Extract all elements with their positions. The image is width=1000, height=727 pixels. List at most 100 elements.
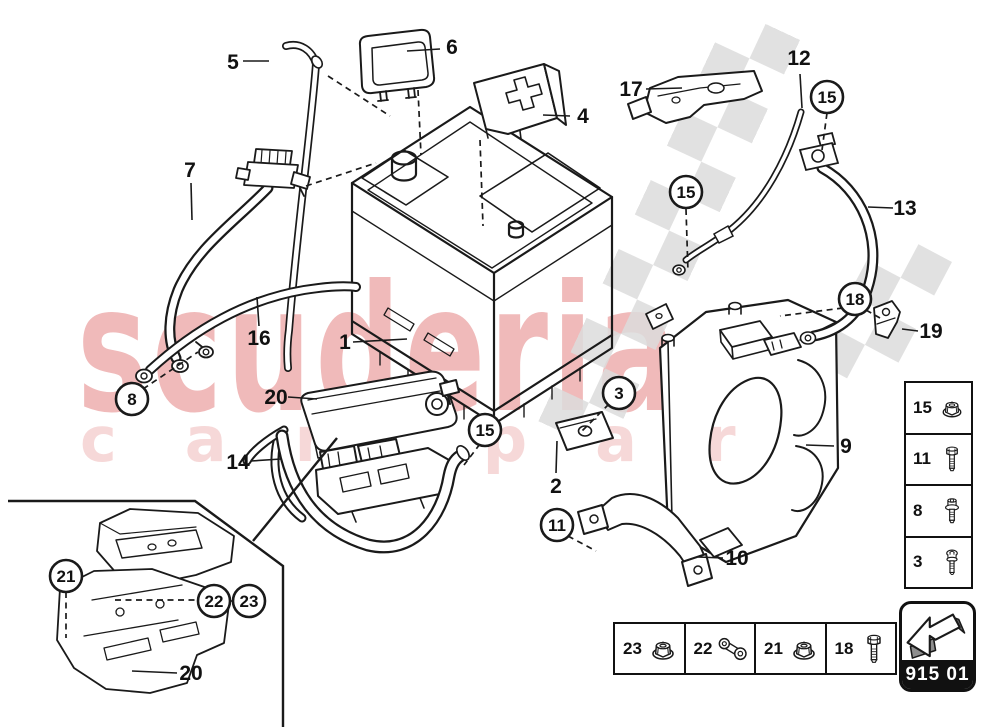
callout-circle <box>196 583 232 619</box>
leader-line <box>542 114 571 117</box>
callout-5[interactable]: 5 <box>227 51 239 74</box>
callout-17[interactable]: 17 <box>619 78 642 101</box>
torx-bolt-icon <box>938 542 966 582</box>
leader-line <box>190 182 193 221</box>
dashed-leader-line <box>305 162 377 187</box>
callout-23[interactable]: 23 <box>231 583 267 619</box>
callout-number: 14 <box>226 451 250 474</box>
sensor-cable-drawing <box>672 108 805 276</box>
fastener-row-8[interactable]: 8 <box>906 486 971 538</box>
leader-line <box>256 296 260 327</box>
callout-20[interactable]: 20 <box>264 386 287 409</box>
hardware-cell-23[interactable]: 23 <box>615 624 686 673</box>
nav-arrow-icon <box>902 604 973 660</box>
callout-circle <box>539 507 575 543</box>
dashed-leader-line <box>417 89 422 156</box>
callout-number: 22 <box>205 592 224 611</box>
callout-number: 15 <box>818 88 837 107</box>
hardware-cell-22[interactable]: 22 <box>686 624 756 673</box>
socket-bolt-icon <box>938 491 966 531</box>
callout-12[interactable]: 12 <box>787 47 810 70</box>
leader-line <box>352 338 408 343</box>
hardware-cell-18[interactable]: 18 <box>827 624 896 673</box>
fastener-ref: 8 <box>913 500 923 520</box>
hardware-ref: 21 <box>764 638 783 658</box>
hold-down-plate-drawing <box>358 28 436 102</box>
fastener-row-3[interactable]: 3 <box>906 538 971 588</box>
callout-number: 13 <box>893 197 916 220</box>
callout-number: 7 <box>184 159 196 182</box>
callout-14[interactable]: 14 <box>226 451 250 474</box>
fastener-row-15[interactable]: 15 <box>906 383 971 435</box>
callout-circle <box>668 174 704 210</box>
dashed-leader-line <box>463 443 481 466</box>
hex-bolt-icon <box>858 631 890 667</box>
leader-line <box>131 670 178 674</box>
flange-nut-icon <box>788 631 820 667</box>
callout-20[interactable]: 20 <box>179 662 202 685</box>
flange-nut-icon <box>647 631 679 667</box>
callout-number: 6 <box>446 36 458 59</box>
callout-number: 21 <box>57 567 76 586</box>
callout-circle <box>809 79 845 115</box>
dashed-leader-line <box>865 309 881 319</box>
section-badge[interactable]: 915 01 <box>899 601 976 692</box>
callout-number: 20 <box>264 386 287 409</box>
callout-3[interactable]: 3 <box>601 375 637 411</box>
callout-18[interactable]: 18 <box>837 281 873 317</box>
callout-15[interactable]: 15 <box>668 174 704 210</box>
callout-1[interactable]: 1 <box>339 331 351 354</box>
callout-number: 17 <box>619 78 642 101</box>
leader-line <box>555 440 558 474</box>
callout-number: 12 <box>787 47 810 70</box>
callout-number: 23 <box>240 592 259 611</box>
callout-15[interactable]: 15 <box>809 79 845 115</box>
callout-2[interactable]: 2 <box>550 475 562 498</box>
callout-number: 15 <box>476 421 495 440</box>
leader-lines <box>65 48 919 674</box>
callout-circle <box>467 412 503 448</box>
battery-tray-drawing <box>645 298 840 564</box>
callout-10[interactable]: 10 <box>725 547 748 570</box>
fastener-ref: 15 <box>913 397 932 417</box>
positive-cable-drawing <box>164 148 311 373</box>
terminal-cover-drawing <box>473 63 567 140</box>
callout-7[interactable]: 7 <box>184 159 196 182</box>
callout-9[interactable]: 9 <box>840 435 852 458</box>
callout-number: 11 <box>548 516 566 535</box>
leader-line <box>805 444 835 447</box>
fastener-ref: 11 <box>913 449 931 469</box>
callout-number: 19 <box>919 320 942 343</box>
callout-22[interactable]: 22 <box>196 583 232 619</box>
hardware-cell-21[interactable]: 21 <box>756 624 827 673</box>
callout-circle <box>114 381 150 417</box>
callout-circle <box>837 281 873 317</box>
heat-shield-lower-drawing <box>56 568 230 694</box>
callout-6[interactable]: 6 <box>446 36 458 59</box>
dashed-leader-line <box>142 351 199 390</box>
callout-16[interactable]: 16 <box>247 327 270 350</box>
leader-line <box>250 458 282 462</box>
fastener-ref: 3 <box>913 552 923 572</box>
callout-13[interactable]: 13 <box>893 197 916 220</box>
fastener-reference-panel: 15 11 8 3 <box>904 381 973 589</box>
retaining-bracket-drawing <box>577 493 713 587</box>
watermark-subtitle-text: car parts <box>80 403 1000 476</box>
callout-number: 8 <box>127 390 136 409</box>
callout-11[interactable]: 11 <box>539 507 575 543</box>
leader-line <box>645 87 683 90</box>
bracket-19-drawing <box>873 300 901 339</box>
battery-monitor-module-drawing <box>300 370 460 523</box>
section-code: 915 01 <box>905 663 970 685</box>
callout-number: 5 <box>227 51 239 74</box>
fastener-row-11[interactable]: 11 <box>906 435 971 486</box>
ground-cable-drawing <box>135 281 361 384</box>
dashed-leader-line <box>685 208 689 273</box>
callout-8[interactable]: 8 <box>114 381 150 417</box>
callout-21[interactable]: 21 <box>48 558 84 594</box>
callout-4[interactable]: 4 <box>577 105 589 128</box>
callout-19[interactable]: 19 <box>919 320 942 343</box>
callout-number: 20 <box>179 662 202 685</box>
callout-15[interactable]: 15 <box>467 412 503 448</box>
